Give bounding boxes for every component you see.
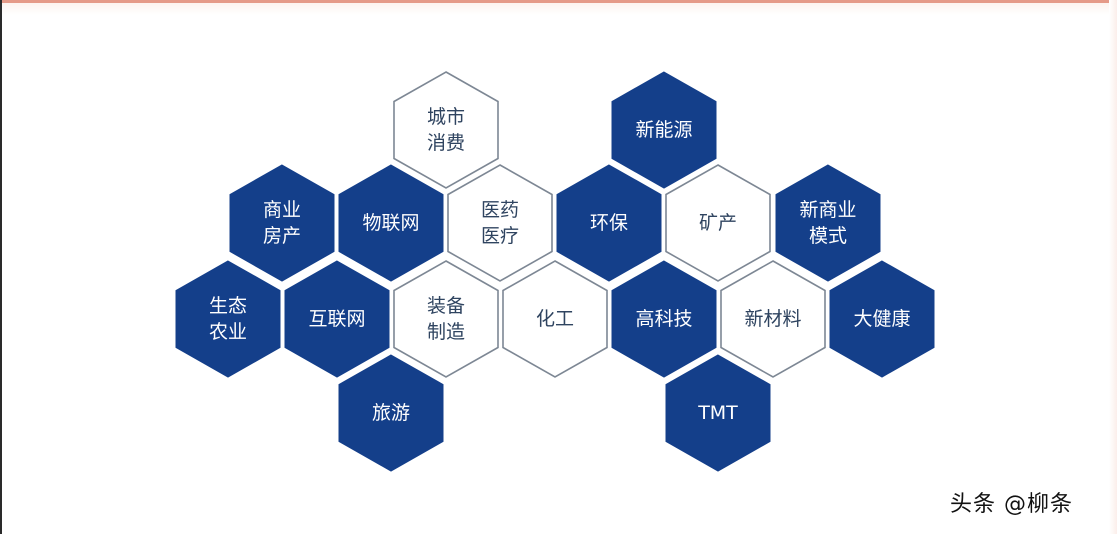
hexagon-label: 大健康 [853,308,911,330]
top-fade [0,3,1117,15]
hexagon-shape [611,260,717,378]
hexagon-shape [338,354,444,472]
hexagon-label: 商业 房产 [262,199,301,247]
watermark: 头条 @柳条 [950,492,1073,517]
hexagon-tile: 物联网 [338,164,444,282]
hexagon-shape [665,354,771,472]
hexagon-tile: 新能源 [611,71,717,189]
hexagon-tile: TMT [665,354,771,472]
hexagon-tile: 互联网 [284,260,390,378]
hexagon-shape [829,260,935,378]
hexagon-shape [556,164,662,282]
hexagon-shape [611,71,717,189]
hexagon-label: 环保 [589,212,628,234]
hexagon-label: 城市 消费 [426,106,465,154]
hexagon-tile: 医药 医疗 [447,164,553,282]
hexagon-shape [775,164,881,282]
hexagon-label: 旅游 [371,402,410,424]
hexagon-tile: 矿产 [665,164,771,282]
hexagon-shape [665,164,771,282]
hexagon-tile: 高科技 [611,260,717,378]
hexagon-label: 装备 制造 [426,295,465,343]
hexagon-label: 高科技 [635,308,693,330]
hexagon-shape [284,260,390,378]
hexagon-shape [229,164,335,282]
hexagon-tile: 化工 [502,260,608,378]
hexagon-tile: 商业 房产 [229,164,335,282]
hexagon-shape [720,260,826,378]
hexagon-shape [393,71,499,189]
hexagon-tile: 生态 农业 [175,260,281,378]
hexagon-label: 生态 农业 [208,295,247,343]
hexagon-label: 矿产 [698,212,737,234]
hexagon-shape [393,260,499,378]
hexagon-tile: 旅游 [338,354,444,472]
hexagon-label: TMT [698,402,738,424]
hexagon-label: 物联网 [362,212,420,234]
hexagon-label: 新材料 [744,308,802,330]
hexagon-tile: 大健康 [829,260,935,378]
hexagon-label: 新能源 [635,119,693,141]
hexagon-tile: 新商业 模式 [775,164,881,282]
hexagon-shape [175,260,281,378]
hexagon-label: 新商业 模式 [799,199,857,247]
hexagon-label: 互联网 [308,308,366,330]
hexagon-label: 医药 医疗 [480,199,519,247]
hexagon-tile: 环保 [556,164,662,282]
hexagon-tile: 装备 制造 [393,260,499,378]
top-accent-bar [0,0,1117,3]
hexagon-tile: 城市 消费 [393,71,499,189]
hexagon-label: 化工 [535,308,574,330]
hexagon-shape [502,260,608,378]
hexagon-shape [447,164,553,282]
left-border [0,0,2,534]
right-border [1109,0,1117,534]
hexagon-shape [338,164,444,282]
hexagon-tile: 新材料 [720,260,826,378]
